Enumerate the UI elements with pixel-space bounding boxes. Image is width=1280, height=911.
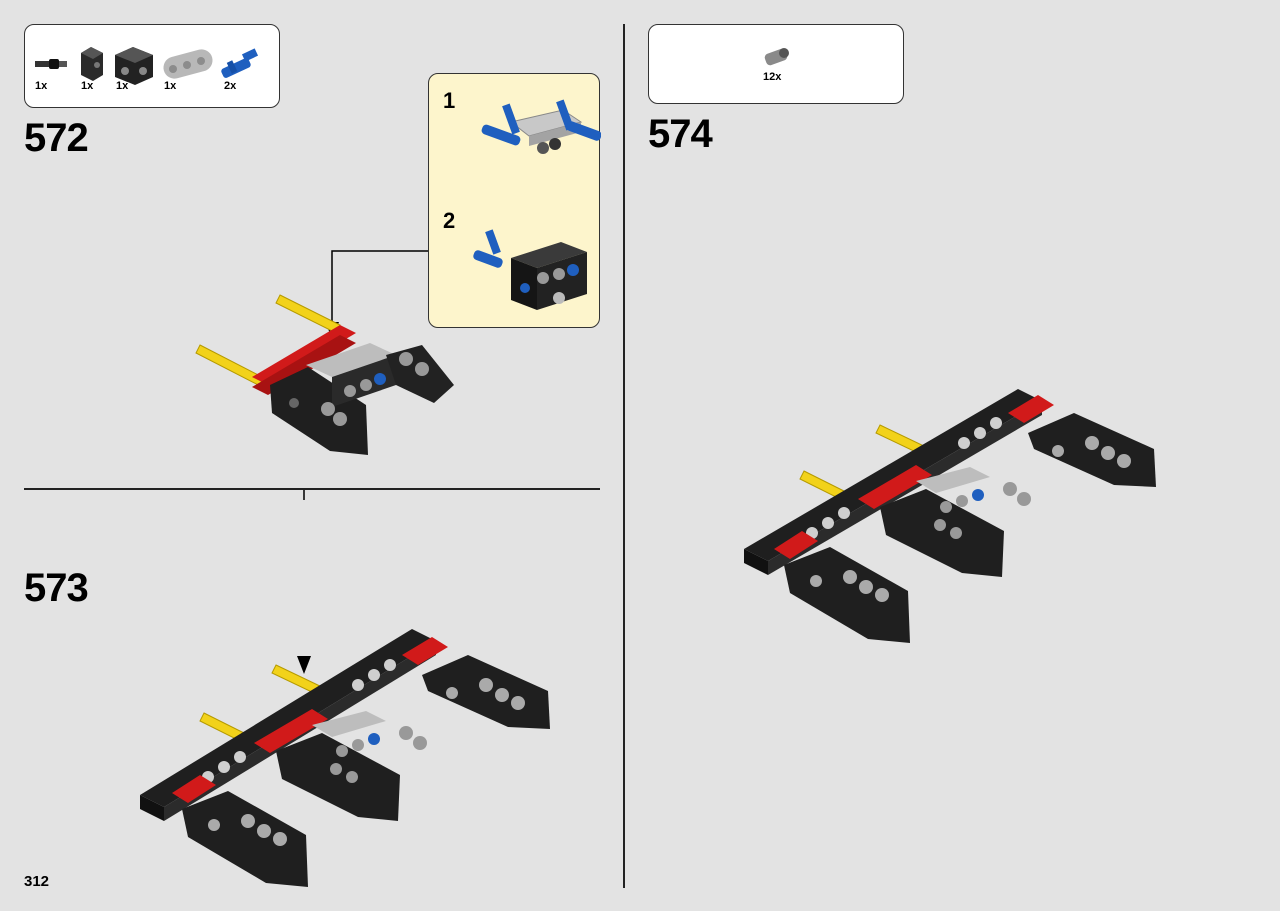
- subassembly-callout: 1 2: [428, 73, 601, 328]
- substep-number-2: 2: [443, 208, 456, 233]
- parts-icons-572: [35, 47, 259, 85]
- model-illustration-572: [195, 294, 454, 455]
- axle-pin-blue-icon: [221, 48, 259, 78]
- step-horizontal-divider: [24, 488, 600, 490]
- step-number-574: 574: [648, 112, 713, 156]
- part-qty-3: 1x: [116, 80, 129, 92]
- pin-grey-icon: [764, 48, 789, 66]
- axle-pin-black-icon: [35, 59, 67, 69]
- beam-3-light-grey-icon: [163, 49, 213, 79]
- connector-black-double-icon: [115, 47, 153, 85]
- part-qty-2: 1x: [81, 80, 94, 92]
- parts-list-574: 12x: [648, 24, 904, 104]
- part-qty-1: 1x: [35, 80, 48, 92]
- connector-black-small-icon: [81, 47, 103, 81]
- model-illustration-574: [744, 389, 1156, 643]
- substep-number-1: 1: [443, 88, 456, 113]
- part-qty-574: 12x: [763, 71, 782, 83]
- part-qty-4: 1x: [164, 80, 177, 92]
- arrow-head-573: [297, 656, 311, 674]
- part-qty-5: 2x: [224, 80, 237, 92]
- step-number-573: 573: [24, 566, 89, 610]
- parts-list-572: 1x 1x 1x 1x 2x: [24, 24, 280, 108]
- page-number: 312: [24, 873, 50, 890]
- model-illustration-573: [140, 629, 550, 887]
- step-number-572: 572: [24, 116, 89, 160]
- substep-1-illustration: [473, 99, 601, 310]
- page-vertical-divider: [623, 24, 625, 888]
